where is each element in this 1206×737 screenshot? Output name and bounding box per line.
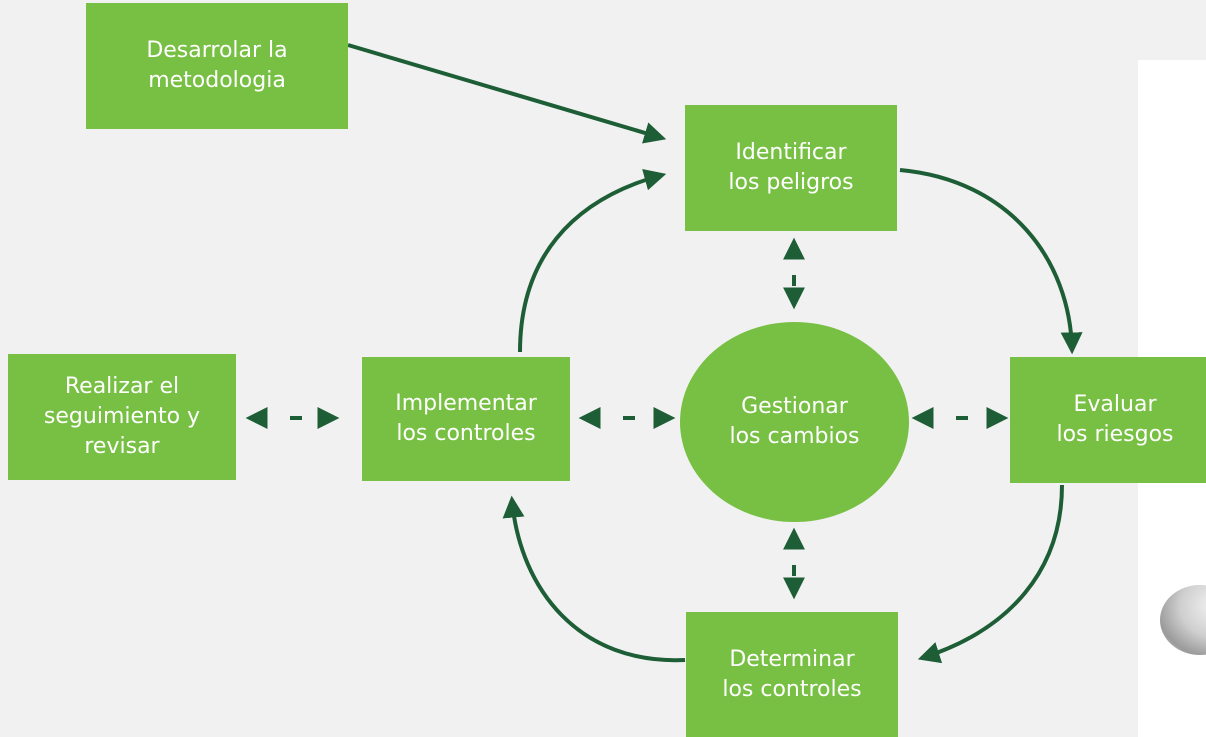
node-label: Evaluar los riesgos (1056, 392, 1174, 447)
node-label: Gestionar los cambios (729, 394, 860, 449)
node-gestionar-cambios: Gestionar los cambios (680, 322, 909, 522)
node-label: Determinar los controles (722, 646, 862, 702)
node-realizar-seguimiento: Realizar el seguimiento y revisar (8, 354, 236, 480)
edge-identificar-evaluar (899, 168, 1083, 355)
node-label: Implementar los controles (395, 391, 537, 446)
node-implementar-controles: Implementar los controles (362, 357, 570, 481)
edge-desarrollar-identificar (347, 43, 667, 144)
edge-implementar-identificar (518, 169, 667, 353)
node-desarrollar-metodologia: Desarrolar la metodologia (86, 3, 348, 129)
node-identificar-peligros: Identificar los peligros (685, 105, 897, 231)
node-evaluar-riesgos: Evaluar los riesgos (1010, 357, 1206, 483)
node-determinar-controles: Determinar los controles (686, 612, 898, 737)
node-label: Realizar el seguimiento y revisar (43, 374, 201, 459)
node-label: Desarrolar la metodologia (146, 38, 288, 93)
node-label: Identificar los peligros (728, 140, 854, 195)
edge-determinar-implementar (502, 495, 686, 663)
edge-evaluar-determinar (917, 484, 1064, 664)
